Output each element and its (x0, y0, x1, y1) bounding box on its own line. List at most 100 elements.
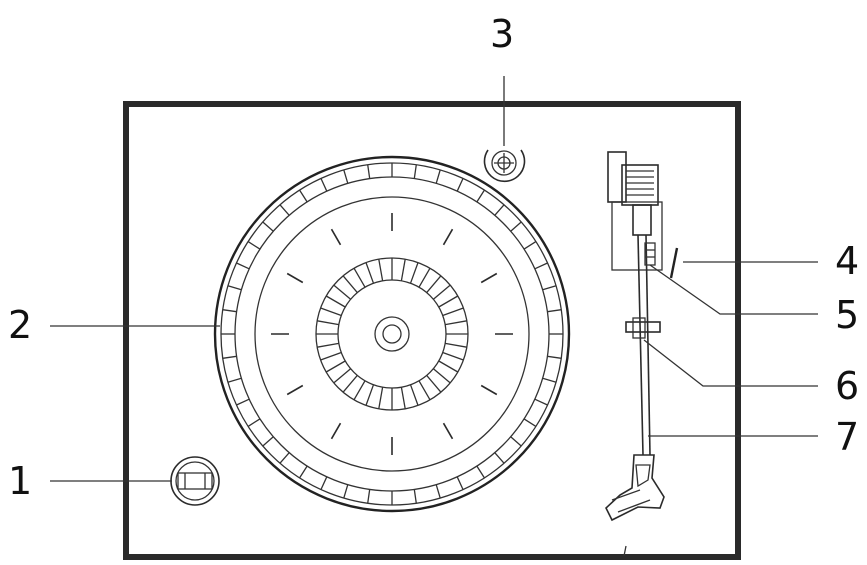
plinth-mark (623, 545, 627, 557)
platter-strobe-mark (442, 228, 454, 246)
platter-strobe-mark (480, 272, 498, 284)
speed-selector[interactable] (170, 456, 220, 506)
center-ring-divider (400, 259, 406, 281)
callout-2: 2 (8, 303, 32, 347)
platter-segment-divider (262, 221, 274, 232)
callout-4: 4 (835, 239, 859, 283)
platter-segment-divider (534, 262, 548, 270)
callout-6: 6 (835, 364, 859, 408)
platter-segment-divider (320, 476, 328, 490)
center-ring-divider (438, 295, 459, 308)
center-ring-divider (378, 387, 384, 409)
center-ring-segments (316, 258, 468, 410)
platter-segment-divider (227, 285, 242, 291)
platter-outer-segments (221, 163, 563, 505)
platter (213, 155, 571, 513)
platter-segment-divider (262, 436, 274, 447)
platter-segment-divider (343, 169, 349, 184)
platter-segment-divider (510, 221, 522, 232)
platter-strobe-marks (271, 213, 513, 455)
center-ring-divider (342, 275, 358, 294)
center-ring-divider (432, 368, 451, 384)
platter-segment-divider (299, 465, 308, 479)
center-ring-divider (445, 320, 467, 326)
center-ring-divider (432, 284, 451, 300)
platter-segment-divider (547, 309, 562, 313)
center-ring-divider (333, 368, 352, 384)
center-ring-divider (400, 387, 406, 409)
callout-3: 3 (490, 12, 514, 56)
center-ring-divider (365, 262, 375, 284)
platter-segment-divider (299, 189, 308, 203)
platter-strobe-mark (442, 422, 454, 440)
platter-strobe-mark (330, 228, 342, 246)
platter-segment-divider (279, 204, 290, 216)
platter-segment-divider (534, 398, 548, 406)
center-ring-divider (333, 284, 352, 300)
tonearm-assembly[interactable] (605, 151, 679, 522)
center-ring-divider (320, 351, 342, 361)
platter-segment-divider (343, 484, 349, 499)
platter-segment-divider (435, 169, 441, 184)
center-ring-divider (353, 267, 366, 288)
center-ring-divider (353, 380, 366, 401)
center-ring-divider (325, 360, 346, 373)
platter-segment-divider (476, 189, 485, 203)
platter-segment-divider (542, 377, 557, 383)
platter-segment-divider (279, 452, 290, 464)
leader-line-6 (643, 339, 818, 387)
platter-segment-divider (456, 178, 464, 192)
platter-segment-divider (523, 241, 537, 250)
center-ring-divider (320, 307, 342, 317)
platter-strobe-mark (286, 384, 304, 396)
center-ring-divider (442, 307, 464, 317)
platter-segment-divider (413, 489, 417, 504)
platter-strobe-mark (286, 272, 304, 284)
platter-segment-divider (523, 418, 537, 427)
platter-segment-divider (236, 262, 250, 270)
platter-segment-divider (227, 377, 242, 383)
platter-segment-divider (494, 452, 505, 464)
platter-segment-divider (222, 309, 237, 313)
platter-segment-divider (476, 465, 485, 479)
center-ring-divider (426, 275, 442, 294)
center-ring-divider (445, 342, 467, 348)
center-ring-divider (378, 259, 384, 281)
platter-segment-divider (320, 178, 328, 192)
callout-1: 1 (8, 459, 32, 503)
leader-line-5 (649, 264, 818, 315)
center-ring-divider (317, 320, 339, 326)
center-ring-divider (438, 360, 459, 373)
platter-segment-divider (542, 285, 557, 291)
center-ring-divider (418, 380, 431, 401)
platter-strobe-mark (330, 422, 342, 440)
platter-segment-divider (222, 355, 237, 359)
platter-segment-divider (367, 489, 371, 504)
platter-segment-divider (494, 204, 505, 216)
turntable-plinth (123, 101, 741, 560)
platter-segment-divider (435, 484, 441, 499)
platter-segment-divider (247, 418, 261, 427)
platter-strobe-mark (480, 384, 498, 396)
center-ring-divider (317, 342, 339, 348)
center-ring-divider (442, 351, 464, 361)
center-ring-divider (426, 374, 442, 393)
platter-segment-divider (547, 355, 562, 359)
center-ring-divider (418, 267, 431, 288)
platter-center-ring (315, 257, 469, 411)
center-ring-divider (342, 374, 358, 393)
adapter-icon[interactable] (483, 149, 526, 183)
platter-segment-divider (413, 164, 417, 179)
center-ring-divider (365, 384, 375, 406)
platter-segment-divider (510, 436, 522, 447)
platter-segment-divider (247, 241, 261, 250)
callout-5: 5 (835, 293, 859, 337)
leader-lines (50, 76, 818, 482)
callout-7: 7 (835, 415, 859, 459)
platter-segment-divider (456, 476, 464, 490)
center-ring-divider (325, 295, 346, 308)
platter-segment-divider (236, 398, 250, 406)
platter-segment-divider (367, 164, 371, 179)
center-ring-divider (409, 262, 419, 284)
